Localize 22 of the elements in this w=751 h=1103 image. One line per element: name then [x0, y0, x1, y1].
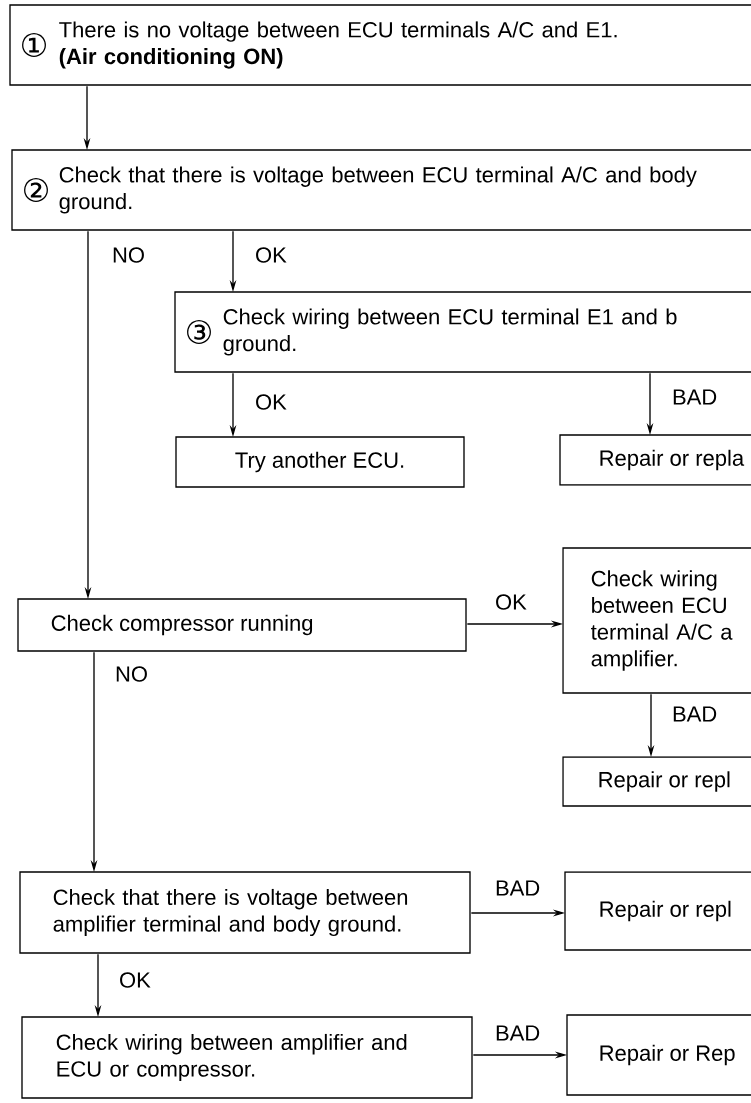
process-box: Try another ECU. [175, 436, 465, 488]
edge-label: OK [253, 245, 289, 265]
process-box: Check wiring between amplifier and ECU or compressor. [21, 1016, 473, 1099]
edge-label: NO [113, 664, 150, 684]
edge-label: BAD [670, 388, 719, 406]
edge-label: OK [493, 592, 529, 612]
edge-label: BAD [493, 879, 542, 897]
process-box: Check wiring between ECU terminal A/C a amplifier. [562, 547, 751, 694]
process-box: Repair or repl [562, 756, 751, 807]
process-box: Check compressor running [17, 598, 467, 652]
process-box: Repair or repla [559, 434, 751, 486]
process-box: ② Check that there is voltage between ECU terminal A/C and body ground. [11, 149, 751, 231]
edge-label: NO [110, 245, 147, 265]
edge-label: BAD [493, 1024, 542, 1042]
process-box: ① There is no voltage between ECU terminals A/C and E1. (Air conditioning ON) [9, 4, 751, 86]
process-box: Repair or repl [564, 871, 751, 951]
process-box: Check that there is voltage between amplifier terminal and body ground. [19, 871, 471, 954]
edge-label: OK [253, 392, 289, 412]
edge-label: OK [117, 970, 153, 990]
process-box: ③ Check wiring between ECU terminal E1 and b ground. [174, 291, 751, 373]
edge-label: BAD [670, 705, 719, 723]
process-box: Repair or Rep [566, 1014, 751, 1096]
